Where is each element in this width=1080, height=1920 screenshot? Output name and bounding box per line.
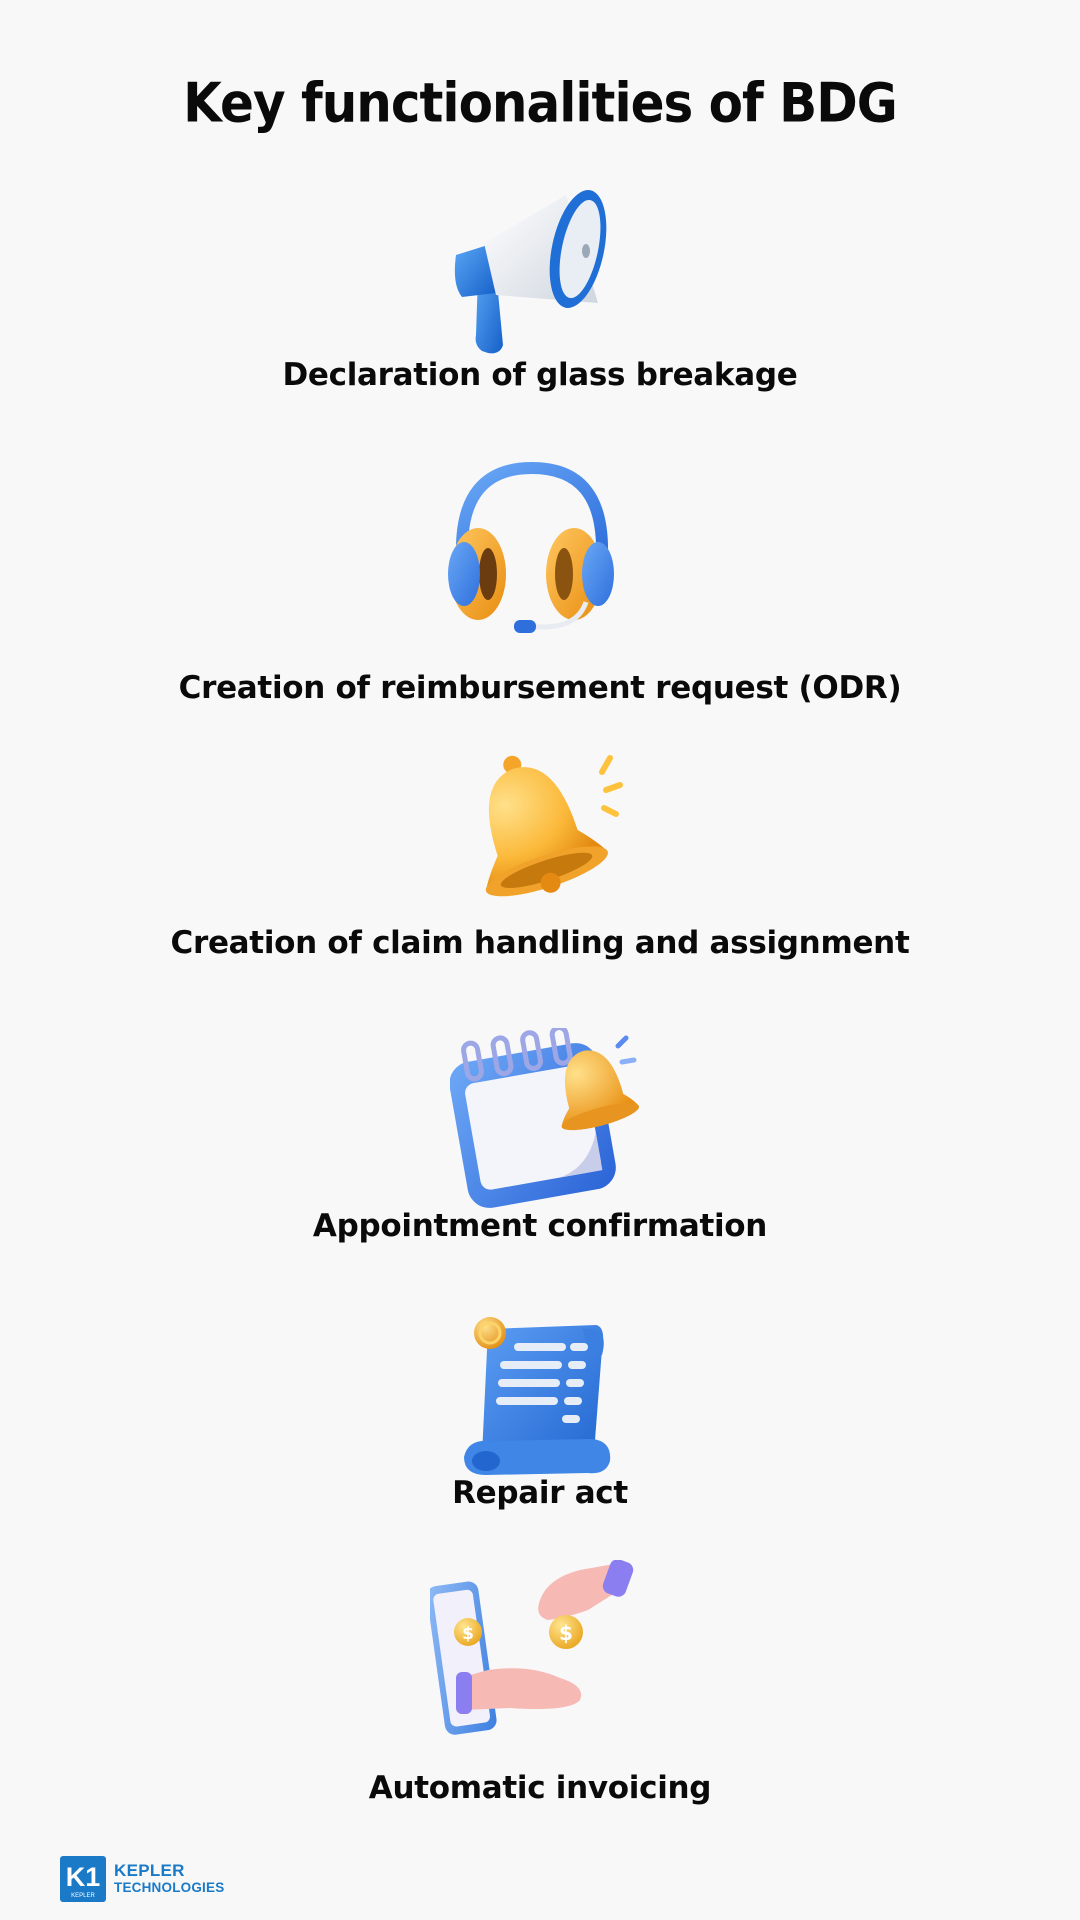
logo-line-2: TECHNOLOGIES xyxy=(114,1880,225,1895)
svg-text:$: $ xyxy=(559,1621,573,1645)
kepler-technologies-logo: K1 KEPLER KEPLER TECHNOLOGIES xyxy=(60,1856,260,1902)
feature-label: Creation of reimbursement request (ODR) xyxy=(178,670,902,706)
kepler-logo-icon: K1 KEPLER xyxy=(60,1856,106,1902)
megaphone-icon xyxy=(448,185,618,364)
page-title: Key functionalities of BDG xyxy=(183,71,898,135)
feature-label: Automatic invoicing xyxy=(368,1770,712,1806)
bell-icon xyxy=(452,752,627,906)
feature-label: Repair act xyxy=(452,1475,628,1511)
logo-mark-subtext: KEPLER xyxy=(71,1893,95,1899)
receipt-icon xyxy=(462,1315,612,1479)
feature-label: Declaration of glass breakage xyxy=(282,357,798,393)
logo-line-1: KEPLER xyxy=(114,1861,185,1880)
payment-icon: $ $ xyxy=(426,1559,640,1744)
svg-text:$: $ xyxy=(462,1624,474,1644)
feature-label: Creation of claim handling and assignmen… xyxy=(170,925,910,961)
logo-mark-text: K1 xyxy=(66,1862,101,1892)
headset-icon xyxy=(448,461,618,641)
feature-label: Appointment confirmation xyxy=(312,1208,768,1244)
calendar-bell-icon xyxy=(449,1025,640,1212)
